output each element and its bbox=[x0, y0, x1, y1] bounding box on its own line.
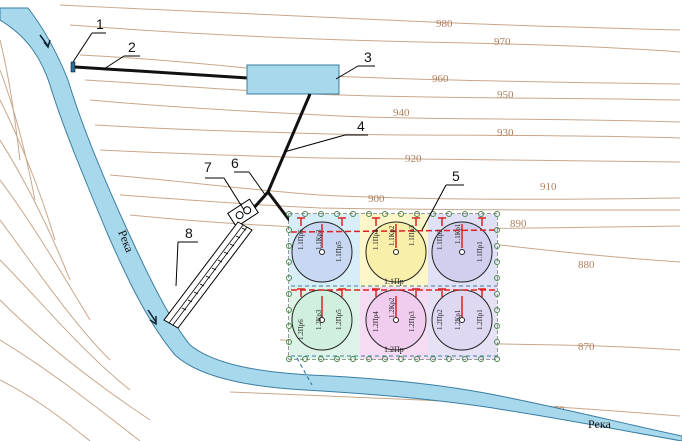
elevation-label: 900 bbox=[368, 193, 385, 205]
river-label: Река bbox=[588, 417, 611, 431]
cell-label: 1.2Кр1 bbox=[454, 309, 462, 330]
penstock-branch bbox=[266, 191, 295, 226]
callout-numbers: 1 2 3 4 5 6 7 8 bbox=[96, 16, 460, 241]
river bbox=[0, 7, 682, 441]
cell-label: 1.1Кр2 bbox=[388, 225, 396, 246]
callout-number: 6 bbox=[231, 155, 239, 171]
callout-number: 4 bbox=[357, 118, 365, 134]
cell-label: 1.1Пр5 bbox=[335, 241, 343, 262]
settling-basin bbox=[246, 64, 340, 95]
callout-number: 5 bbox=[452, 168, 460, 184]
elevation-label: 920 bbox=[405, 153, 422, 165]
elevation-label: 970 bbox=[494, 36, 511, 48]
elevation-label: 930 bbox=[497, 127, 514, 139]
flow-arrow-icon bbox=[149, 316, 157, 326]
cell-label: 1.2Кр3 bbox=[315, 309, 323, 330]
callout-number: 8 bbox=[185, 225, 193, 241]
tailrace-channel bbox=[163, 221, 253, 329]
cell-label: 1.1Пр1 bbox=[476, 241, 484, 262]
elevation-label: 910 bbox=[540, 181, 557, 193]
elevation-label: 870 bbox=[578, 341, 595, 353]
cell-label: 1.2Пр3 bbox=[408, 311, 416, 332]
callout-number: 3 bbox=[364, 49, 372, 65]
elevation-label: 960 bbox=[432, 73, 449, 85]
cell-label: 1.2Пр4 bbox=[372, 311, 380, 332]
cell-label: 1.1Пр3 bbox=[408, 225, 416, 246]
cell-label: 1.2Пр2 bbox=[436, 309, 444, 330]
elevation-labels: 980 970 960 950 940 930 920 910 900 890 … bbox=[368, 18, 595, 416]
cell-label: 1.1Кр3 bbox=[315, 229, 323, 250]
elevation-label: 890 bbox=[510, 218, 527, 230]
cell-label: 1.2Пр5 bbox=[335, 309, 343, 330]
row-label: 1.1Пр bbox=[384, 277, 404, 286]
callout-number: 7 bbox=[204, 159, 212, 175]
cell-label: 1.1Пр6 bbox=[297, 229, 305, 250]
power-house bbox=[227, 198, 259, 228]
cell-labels: 1.1Пр6 1.1Кр3 1.1Пр5 1.1Пр4 1.1Кр2 1.1Пр… bbox=[297, 223, 484, 354]
conduit-pipeline bbox=[74, 65, 249, 80]
boundary-markers bbox=[286, 211, 500, 362]
solar-field bbox=[286, 211, 500, 386]
callout-number: 1 bbox=[96, 16, 104, 32]
flow-arrow-icon bbox=[147, 309, 157, 323]
cell-label: 1.2Пр6 bbox=[297, 319, 305, 340]
elevation-label: 940 bbox=[393, 107, 410, 119]
flow-arrow-icon bbox=[43, 39, 51, 49]
elevation-label: 880 bbox=[578, 259, 595, 271]
elevation-label: 950 bbox=[497, 89, 514, 101]
cell-label: 1.2Пр1 bbox=[476, 309, 484, 330]
cell-label: 1.1Кр1 bbox=[454, 223, 462, 244]
water-intake bbox=[70, 61, 76, 73]
callout-number: 2 bbox=[128, 39, 136, 55]
cell-label: 1.1Пр4 bbox=[372, 229, 380, 250]
callout-leaders bbox=[72, 32, 464, 287]
tower-markers bbox=[297, 217, 486, 297]
cell-label: 1.1Пр2 bbox=[436, 229, 444, 250]
cell-label: 1.2Кр2 bbox=[388, 297, 396, 318]
elevation-label: 980 bbox=[436, 18, 453, 30]
row-label: 1.2Пр bbox=[384, 345, 404, 354]
